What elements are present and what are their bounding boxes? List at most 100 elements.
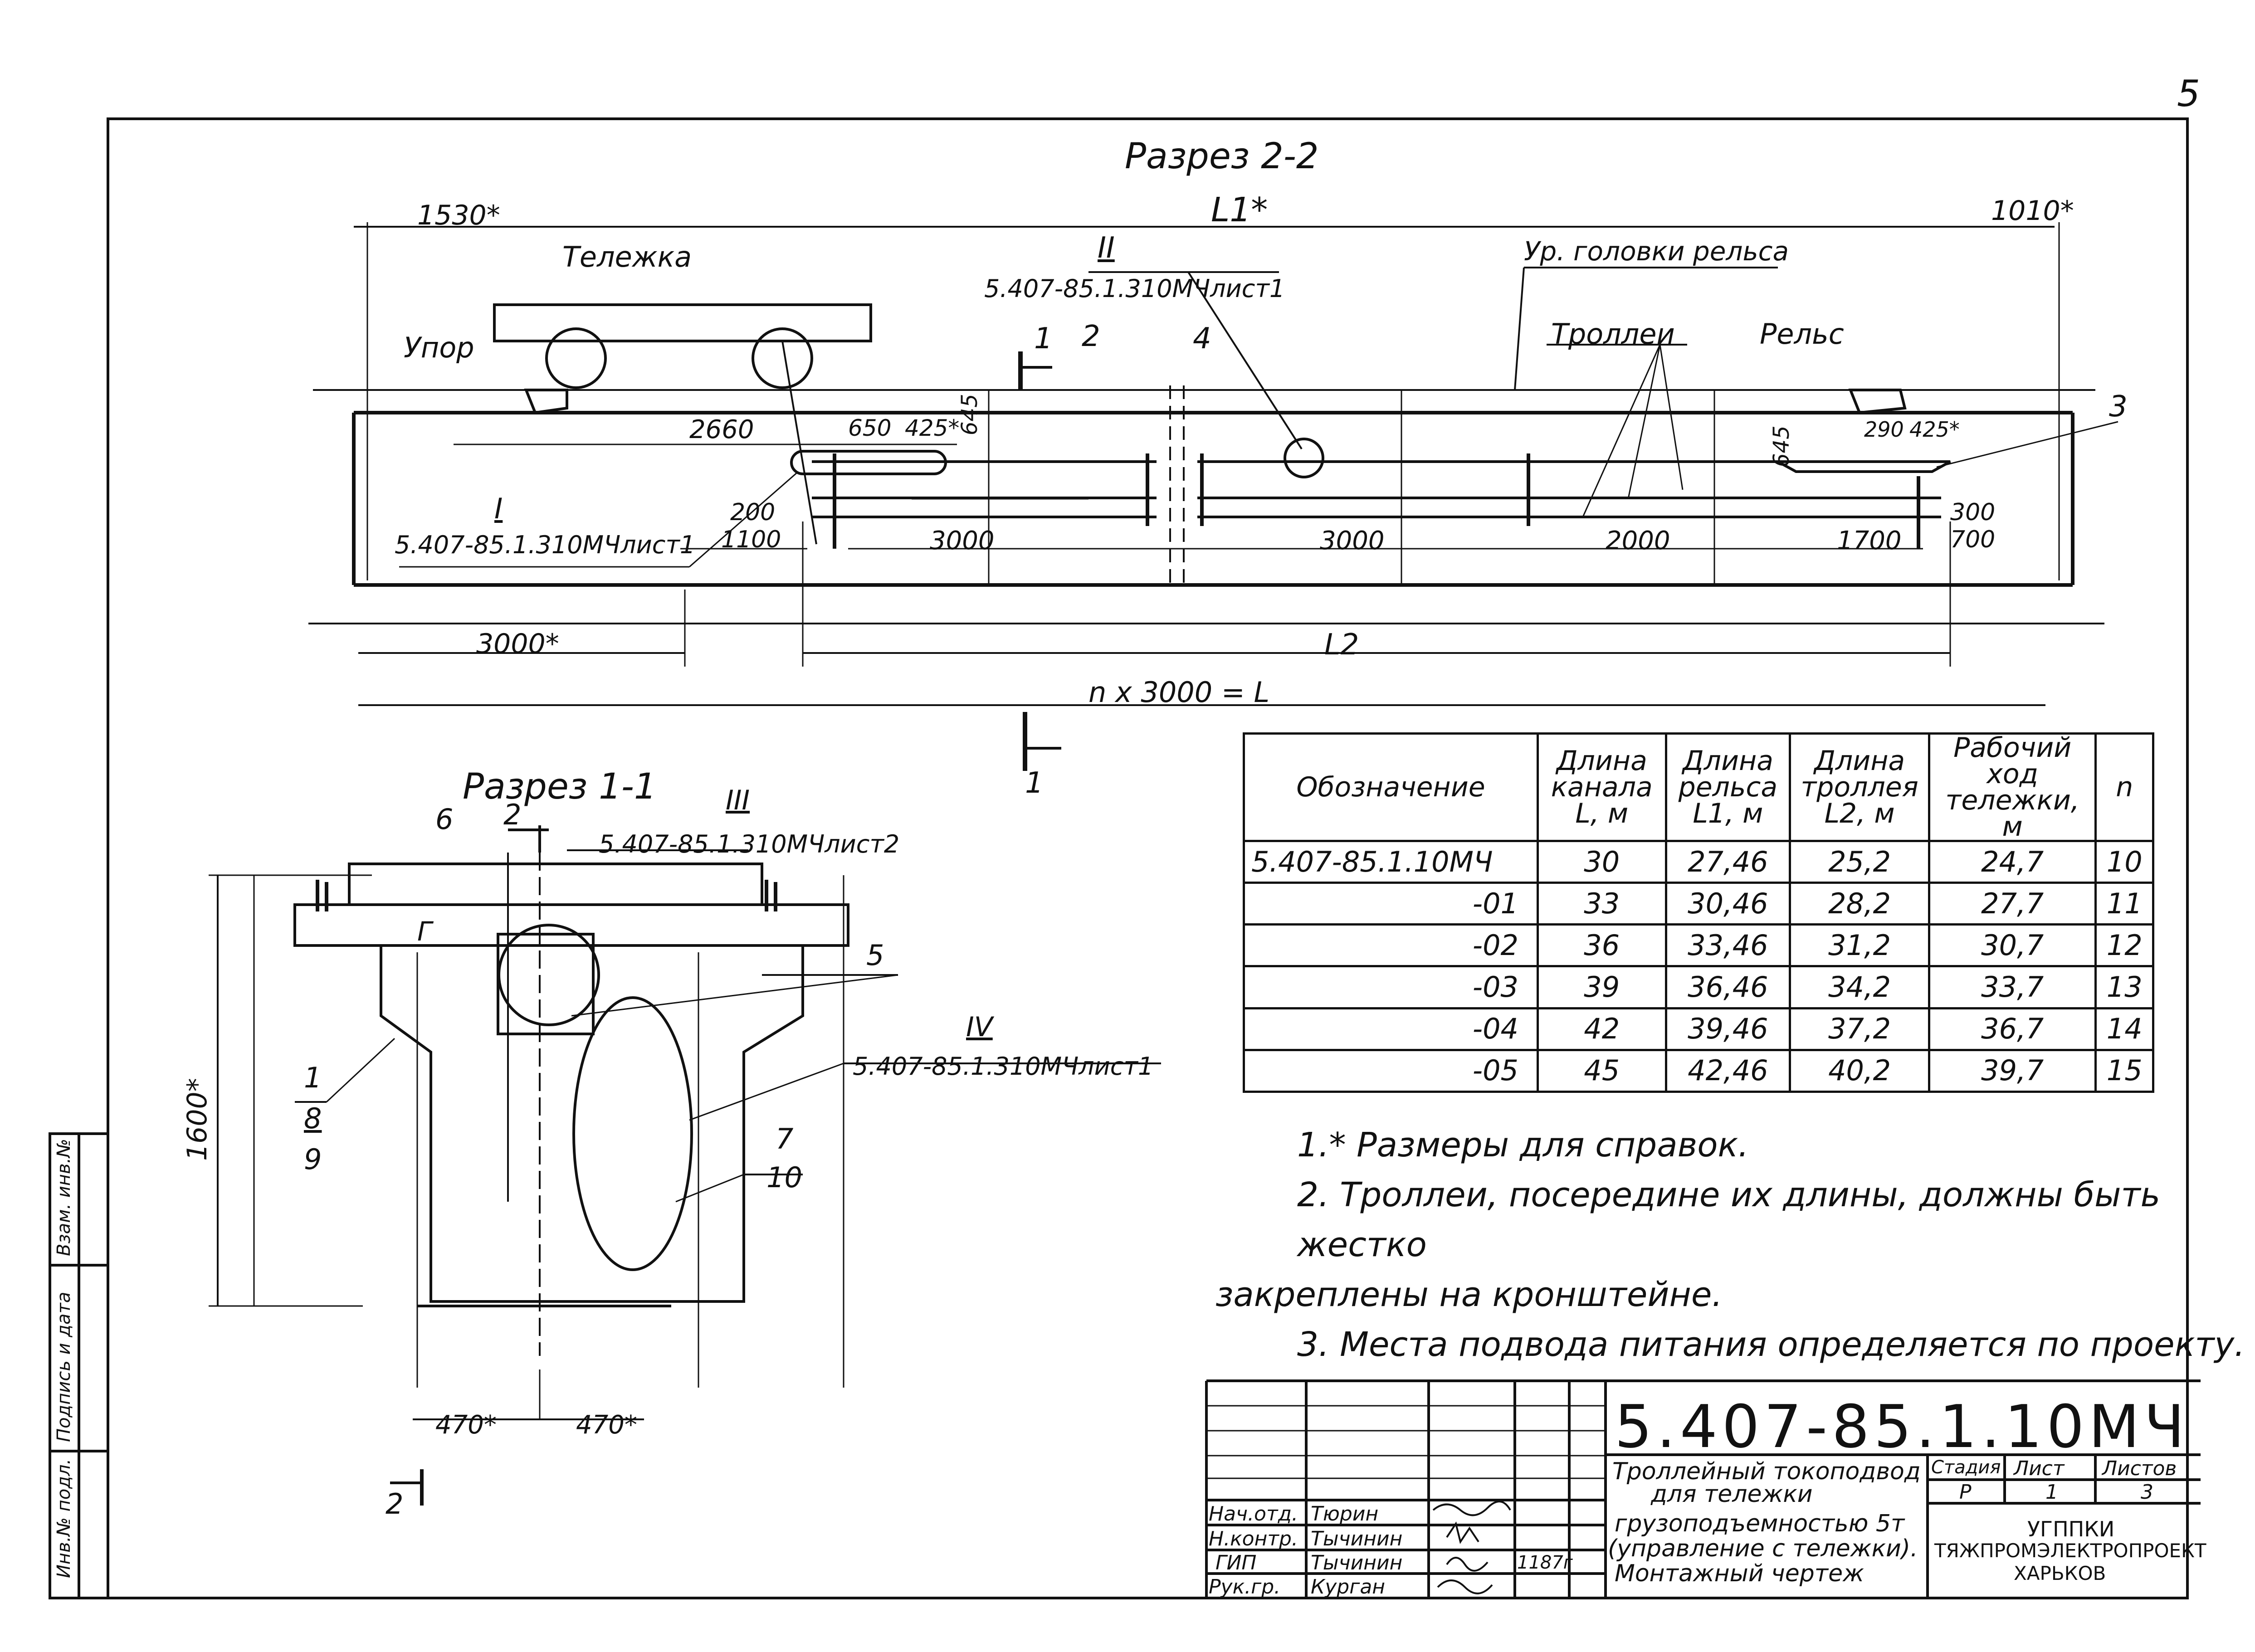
section-mark-1-bottom: 1 [1025, 766, 1044, 800]
dim-200: 200 [730, 499, 776, 526]
title-line-2: для тележки [1651, 1481, 1813, 1508]
name-3: Тычинин [1311, 1551, 1403, 1574]
callout-6: 6 [435, 803, 454, 836]
dim-bottom-total: n x 3000 = L [1088, 676, 1270, 709]
dim-bottom-3000: 3000* [476, 628, 559, 660]
section-1-1-drawing [209, 825, 1161, 1506]
label-trolleys: Троллеи [1551, 317, 1675, 351]
table-row: -04 42 39,46 37,2 36,7 14 [1243, 1007, 2154, 1051]
role-2: Н.контр. [1209, 1527, 1298, 1550]
callout-2: 2 [1082, 320, 1100, 353]
signatures [1432, 1501, 1511, 1594]
letter-g: Г [417, 916, 432, 947]
dim-top-right: 1010* [1991, 195, 2074, 227]
dim-650: 650 [848, 415, 892, 441]
org-line-3: ХАРЬКОВ [2014, 1562, 2106, 1584]
dim-645-left: 645 [957, 394, 982, 435]
stage-value: Р [1959, 1481, 1972, 1504]
org-line-1: УГППКИ [2027, 1517, 2115, 1541]
title-line-5: Монтажный чертеж [1615, 1560, 1864, 1587]
org-line-2: ТЯЖПРОМЭЛЕКТРОПРОЕКТ [1934, 1540, 2206, 1562]
node-i-ref: 5.407-85.1.310МЧлист1 [395, 531, 696, 559]
page-number: 5 [2177, 73, 2200, 115]
dim-2660: 2660 [689, 415, 754, 444]
doc-number: 5.407-85.1.10МЧ [1615, 1392, 2189, 1461]
margin-replaced-inv: Взам. инв.№ [54, 1139, 74, 1256]
role-1: Нач.отд. [1209, 1502, 1298, 1525]
dim-3000-b: 3000 [1320, 526, 1385, 556]
section-mark-2: 2 [386, 1487, 404, 1520]
dim-700: 700 [1950, 526, 1996, 553]
sheets-value: 3 [2141, 1481, 2153, 1504]
callout-10: 10 [766, 1161, 802, 1194]
label-trolley: Тележка [562, 240, 692, 273]
callout-4: 4 [1193, 322, 1211, 356]
node-ii-label: II [1098, 231, 1115, 265]
dim-290: 290 [1864, 417, 1904, 442]
node-iii-label: III [726, 785, 750, 816]
dim-top-left: 1530* [417, 200, 500, 231]
note-2-cont: закреплены на кронштейне. [1215, 1275, 1723, 1314]
note-3: 3. Места подвода питания определяется по… [1297, 1325, 2245, 1364]
name-2: Тычинин [1311, 1527, 1403, 1550]
role-3: ГИП [1215, 1551, 1257, 1574]
callout-1: 1 [304, 1061, 322, 1094]
title-block-grid [1205, 1379, 2201, 1598]
label-rail: Рельс [1760, 317, 1844, 351]
node-i-label: I [494, 492, 503, 525]
label-rail-level: Ур. головки рельса [1524, 236, 1789, 267]
label-stop: Упор [404, 331, 474, 364]
title-line-4: (управление с тележки). [1608, 1535, 1918, 1562]
margin-inv-number: Инв.№ подл. [54, 1458, 74, 1578]
dim-425-right: 425* [1909, 417, 1960, 442]
node-iii-ref: 5.407-85.1.310МЧлист2 [599, 830, 900, 858]
note-2: 2. Троллеи, посередине их длины, должны … [1297, 1175, 2161, 1264]
note-1: 1.* Размеры для справок. [1297, 1126, 1749, 1165]
table-row: -03 39 36,46 34,2 33,7 13 [1243, 965, 2154, 1009]
dim-top-center: L1* [1211, 190, 1268, 229]
node-ii-ref: 5.407-85.1.310МЧлист1 [984, 274, 1285, 303]
title-line-1: Троллейный токоподвод [1612, 1458, 1921, 1485]
dim-2000: 2000 [1606, 526, 1670, 556]
section-2-2-title: Разрез 2-2 [1125, 136, 1319, 177]
table-row: -01 33 30,46 28,2 27,7 11 [1243, 882, 2154, 926]
table-row: 5.407-85.1.10МЧ 30 27,46 25,2 24,7 10 [1243, 839, 2154, 884]
name-1: Тюрин [1311, 1502, 1379, 1525]
col-header-travel: Рабочий ход тележки, м [1928, 732, 2097, 842]
notes-block: 1.* Размеры для справок. 2. Троллеи, пос… [1215, 1120, 2255, 1369]
callout-5: 5 [866, 939, 884, 972]
dim-300: 300 [1950, 499, 1996, 526]
sheet-frame [107, 117, 2189, 1599]
dim-3000-a: 3000 [930, 526, 995, 556]
role-4: Рук.гр. [1209, 1575, 1281, 1598]
dim-470-right: 470* [576, 1410, 637, 1440]
col-header-trolley-length: Длина троллея L2, м [1789, 732, 1930, 842]
sheet-value: 1 [2045, 1481, 2058, 1504]
col-header-n: n [2094, 732, 2154, 842]
section-1-1-title: Разрез 1-1 [463, 766, 657, 807]
sheets-header: Листов [2102, 1457, 2177, 1480]
sheet-header: Лист [2014, 1457, 2065, 1480]
callout-8: 8 [304, 1102, 322, 1135]
spec-table: Обозначение Длина канала L, м Длина рель… [1243, 732, 2154, 1093]
callout-2-s11: 2 [503, 798, 522, 831]
table-row: -05 45 42,46 40,2 39,7 15 [1243, 1048, 2154, 1093]
dim-645-right: 645 [1769, 425, 1794, 467]
table-row: -02 36 33,46 31,2 30,7 12 [1243, 923, 2154, 968]
callout-9: 9 [304, 1143, 322, 1176]
section-mark-1-top: 1 [1034, 322, 1053, 356]
node-iv-ref: 5.407-85.1.310МЧлист1 [853, 1052, 1154, 1081]
col-header-designation: Обозначение [1243, 732, 1539, 842]
stage-header: Стадия [1931, 1457, 2001, 1478]
dim-1700: 1700 [1837, 526, 1902, 556]
col-header-rail-length: Длина рельса L1, м [1664, 732, 1791, 842]
col-header-channel-length: Длина канала L, м [1536, 732, 1667, 842]
dim-bottom-l2: L2 [1324, 628, 1359, 662]
dim-425-left: 425* [905, 415, 960, 441]
callout-7: 7 [776, 1122, 794, 1155]
dim-1100: 1100 [721, 526, 781, 553]
date-3: 1187г [1517, 1552, 1573, 1573]
dim-470-left: 470* [435, 1410, 497, 1440]
node-iv-label: IV [966, 1011, 993, 1043]
